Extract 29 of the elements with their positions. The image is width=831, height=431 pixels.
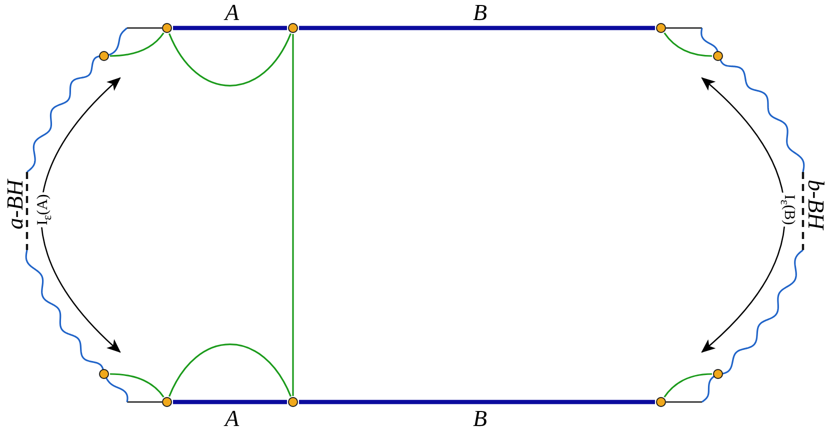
point-marker — [98, 50, 108, 60]
boundary-line — [299, 400, 655, 404]
geodesic-curve — [110, 32, 164, 57]
geodesic-curve — [292, 34, 294, 396]
point-marker — [98, 368, 108, 378]
geodesic-curve — [664, 373, 712, 398]
point-marker — [656, 22, 666, 32]
point-marker — [712, 368, 722, 378]
region-label: b-BH — [804, 179, 828, 229]
boundary-line — [173, 26, 287, 30]
point-marker — [162, 22, 172, 32]
geodesic-curve — [168, 344, 292, 397]
boundary-line — [173, 400, 287, 404]
region-label: B — [473, 406, 488, 430]
region-label: A — [225, 0, 240, 24]
point-marker — [288, 22, 298, 32]
geodesic-curve — [664, 32, 712, 57]
region-label: a-BH — [3, 179, 26, 229]
region-label: B — [473, 0, 488, 24]
point-marker — [162, 396, 172, 406]
boundary-line — [299, 26, 655, 30]
point-marker — [712, 50, 722, 60]
region-label: A — [225, 406, 240, 430]
curved-arrow — [40, 77, 121, 353]
geodesic-curve — [110, 373, 164, 398]
geodesic-curve — [168, 33, 292, 86]
point-marker — [288, 396, 298, 406]
point-marker — [656, 396, 666, 406]
curved-arrow — [701, 77, 786, 353]
